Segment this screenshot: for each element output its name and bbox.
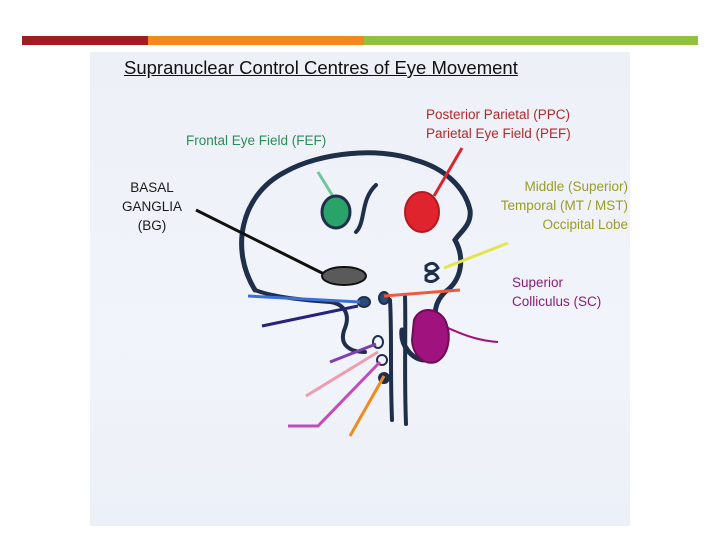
pathway-pink	[305, 350, 379, 398]
pathway-navy	[261, 304, 359, 328]
label-bg-line3: (BG)	[137, 218, 167, 233]
accent-bar-green	[364, 36, 698, 45]
label-basal-ganglia: BASAL GANGLIA (BG)	[112, 178, 192, 235]
accent-bar-red	[22, 36, 148, 45]
central-sulcus	[354, 183, 378, 234]
ppc-region	[404, 191, 440, 233]
label-mt-line2: Temporal (MT / MST)	[500, 198, 628, 213]
fef-pointer-line	[316, 171, 336, 199]
pathway-purple	[329, 342, 377, 364]
ppc-pointer-line	[432, 147, 464, 197]
label-bg-line1: BASAL	[130, 180, 174, 195]
brainstem-nucleus-3	[372, 335, 384, 349]
label-bg-line2: GANGLIA	[121, 199, 183, 214]
mt-pointer-line	[443, 241, 509, 270]
label-mt-line1: Middle (Superior)	[524, 179, 628, 194]
brainstem-nucleus-4	[376, 354, 388, 366]
bg-pointer-line	[195, 208, 329, 278]
label-sc-line2: Colliculus (SC)	[512, 294, 602, 309]
label-middle-temporal: Middle (Superior) Temporal (MT / MST) Oc…	[460, 177, 628, 234]
basal-ganglia-region	[321, 266, 367, 286]
pathway-orange-lower	[348, 375, 386, 437]
pathway-orange-upper	[383, 288, 461, 298]
superior-colliculus-region	[410, 309, 450, 364]
label-mt-line3: Occipital Lobe	[542, 217, 628, 232]
label-ppc-line1: Posterior Parietal (PPC)	[426, 107, 571, 122]
pathway-blue-light	[247, 294, 361, 304]
spinal-cord-right	[403, 294, 408, 426]
diagram-photo-background	[90, 52, 630, 526]
accent-bar-orange	[148, 36, 364, 45]
label-sc-line1: Superior	[512, 275, 564, 290]
label-frontal-eye-field: Frontal Eye Field (FEF)	[186, 133, 327, 148]
mt-region	[424, 261, 440, 284]
spinal-cord-left	[388, 298, 394, 422]
label-ppc-line2: Parietal Eye Field (PEF)	[426, 126, 571, 141]
slide-title: Supranuclear Control Centres of Eye Move…	[124, 57, 518, 78]
label-superior-colliculus: Superior Colliculus (SC)	[512, 273, 601, 311]
pathway-magenta	[288, 360, 382, 428]
fef-region	[320, 194, 352, 230]
label-posterior-parietal: Posterior Parietal (PPC) Parietal Eye Fi…	[426, 105, 571, 143]
brainstem-nucleus-1	[378, 291, 390, 305]
